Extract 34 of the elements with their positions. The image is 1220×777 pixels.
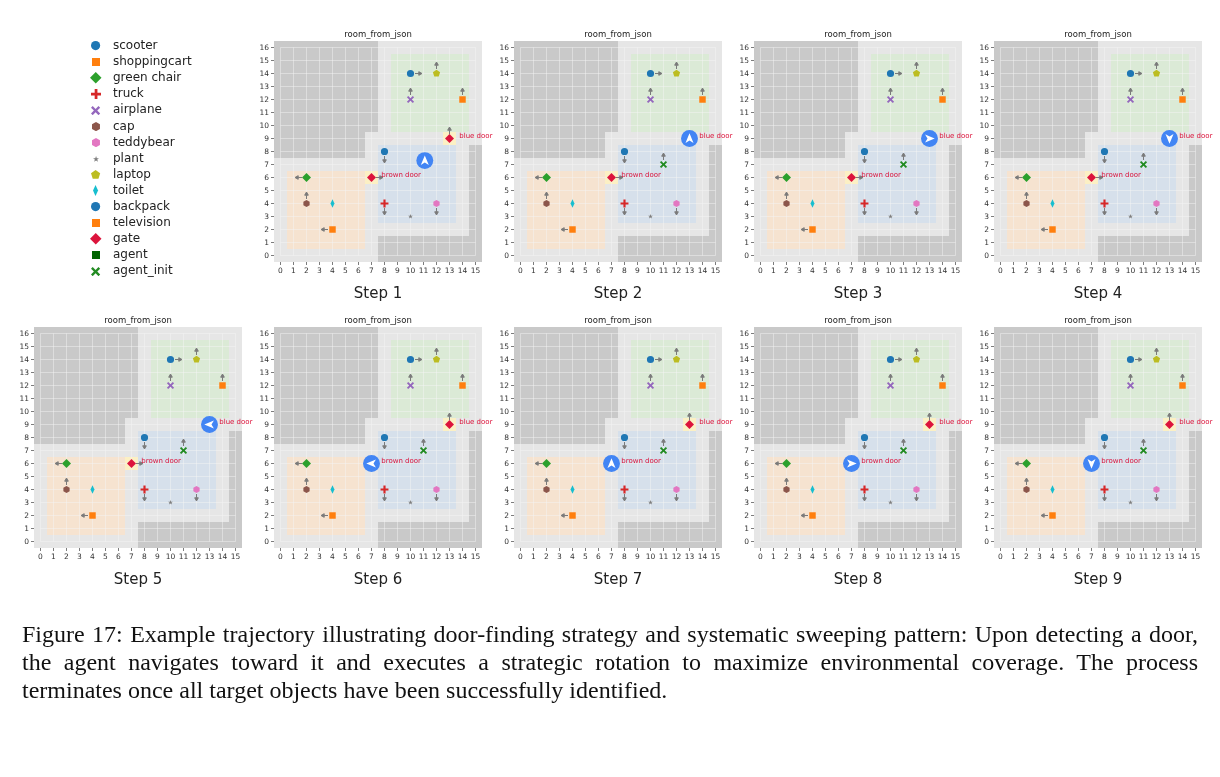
legend-label: agent: [113, 247, 148, 263]
panel-caption: Step 6: [353, 570, 403, 588]
panel-caption: Step 4: [1073, 284, 1123, 302]
chart-title: room_from_json: [1064, 315, 1132, 325]
chart-title: room_from_json: [344, 29, 412, 39]
legend-label: truck: [113, 86, 144, 102]
figure-caption: Figure 17: Example trajectory illustrating door-finding strategy and systematic sweeping pattern: Upon detecting a door, the agent navigates toward it and executes a strategic rotation to maximize environmental coverage. The process terminates once all target objects have been successfully identified.: [22, 620, 1198, 704]
legend-label: backpack: [113, 199, 171, 214]
panel-caption: Step 5: [113, 570, 163, 588]
legend-label: green chair: [113, 70, 182, 86]
legend-label: television: [113, 215, 171, 231]
panel-caption: Step 9: [1073, 570, 1123, 588]
legend-label: scooter: [113, 38, 158, 53]
legend-label: cap: [113, 118, 135, 134]
legend-label: laptop: [113, 166, 151, 182]
panel-caption: Step 1: [353, 284, 403, 302]
legend-label: plant: [113, 150, 144, 166]
panel-caption: Step 3: [833, 284, 883, 302]
legend-label: airplane: [113, 102, 162, 118]
legend-label: gate: [113, 231, 141, 247]
chart-title: room_from_json: [104, 315, 172, 325]
legend-label: shoppingcart: [113, 54, 192, 70]
legend-label: agent_init: [113, 263, 173, 279]
chart-title: room_from_json: [584, 29, 652, 39]
panel-caption: Step 7: [593, 570, 643, 588]
panel-caption: Step 8: [833, 570, 883, 588]
chart-title: room_from_json: [1064, 29, 1132, 39]
chart-title: room_from_json: [584, 315, 652, 325]
legend-label: toilet: [113, 182, 144, 198]
chart-title: room_from_json: [824, 315, 892, 325]
legend-label: teddybear: [113, 134, 175, 150]
chart-title: room_from_json: [344, 315, 412, 325]
panel-caption: Step 2: [593, 284, 643, 302]
chart-title: room_from_json: [824, 29, 892, 39]
